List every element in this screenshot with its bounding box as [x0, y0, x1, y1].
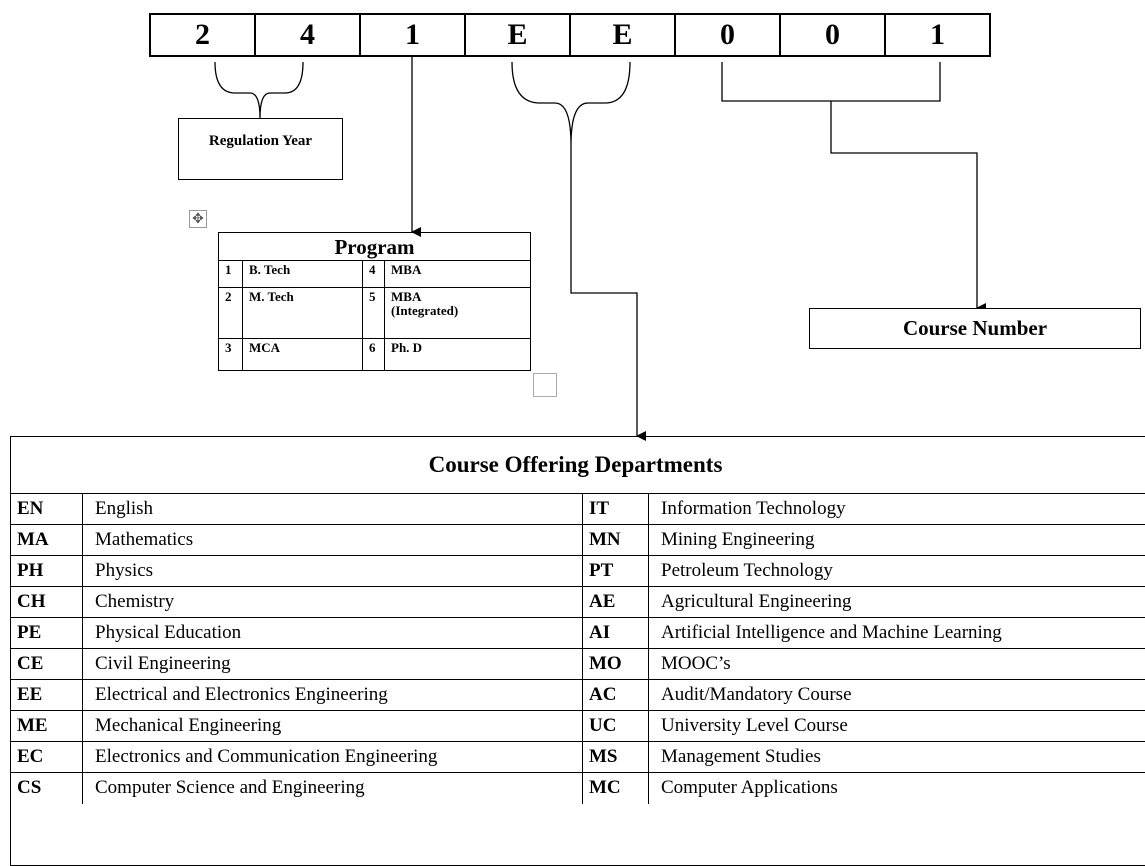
table-row: CE Civil Engineering MO MOOC’s [11, 649, 1145, 680]
department-arrow [570, 145, 646, 441]
move-handle-icon[interactable]: ✥ [189, 210, 207, 228]
table-row: PH Physics PT Petroleum Technology [11, 556, 1145, 587]
resize-handle[interactable] [533, 373, 557, 397]
dept-name: English [83, 494, 583, 524]
regulation-year-label: Regulation Year [208, 133, 313, 149]
table-row: MA Mathematics MN Mining Engineering [11, 525, 1145, 556]
regulation-year-box: Regulation Year [178, 118, 343, 180]
program-num: 3 [219, 339, 243, 370]
program-title: Program [219, 233, 530, 261]
dept-name: Civil Engineering [83, 649, 583, 679]
department-brace [511, 61, 631, 146]
dept-code: MA [11, 525, 83, 555]
dept-code: AI [583, 618, 649, 648]
dept-code: UC [583, 711, 649, 741]
table-row: ME Mechanical Engineering UC University … [11, 711, 1145, 742]
dept-name: Petroleum Technology [661, 560, 833, 581]
program-name: B. Tech [243, 261, 363, 287]
program-row: 2 M. Tech 5 MBA (Integrated) [219, 288, 530, 339]
table-row: EE Electrical and Electronics Engineerin… [11, 680, 1145, 711]
dept-code: PE [11, 618, 83, 648]
program-table: Program 1 B. Tech 4 MBA 2 M. Tech 5 MBA … [218, 232, 531, 371]
dept-name: Computer Applications [661, 777, 838, 798]
course-number-bracket [721, 62, 941, 102]
dept-name: Agricultural Engineering [661, 591, 852, 612]
program-row: 3 MCA 6 Ph. D [219, 339, 530, 370]
dept-code: EC [11, 742, 83, 772]
program-num: 1 [219, 261, 243, 287]
dept-name: Electrical and Electronics Engineering [83, 680, 583, 710]
program-name: MBA (Integrated) [391, 289, 459, 318]
dept-name: Physical Education [83, 618, 583, 648]
dept-code: MC [583, 773, 649, 804]
table-row: EN English IT Information Technology [11, 494, 1145, 525]
dept-code: CS [11, 773, 83, 804]
dept-name: University Level Course [661, 715, 848, 736]
dept-code: ME [11, 711, 83, 741]
dept-name: Artificial Intelligence and Machine Lear… [661, 622, 1002, 643]
course-number-arrow [830, 101, 986, 313]
dept-code: AE [583, 587, 649, 617]
departments-title: Course Offering Departments [11, 437, 1145, 494]
program-num: 4 [363, 261, 385, 287]
dept-name: Mathematics [83, 525, 583, 555]
program-row: 1 B. Tech 4 MBA [219, 261, 530, 288]
dept-name: Audit/Mandatory Course [661, 684, 852, 705]
table-row: CS Computer Science and Engineering MC C… [11, 773, 1145, 804]
dept-code: PH [11, 556, 83, 586]
dept-name: Physics [83, 556, 583, 586]
program-num: 2 [219, 288, 243, 338]
dept-code: MS [583, 742, 649, 772]
code-digit-8: 1 [884, 13, 991, 57]
dept-code: AC [583, 680, 649, 710]
dept-name: MOOC’s [661, 653, 731, 674]
program-name: M. Tech [243, 288, 363, 338]
program-name: Ph. D [391, 340, 423, 355]
dept-code: MO [583, 649, 649, 679]
dept-code: CH [11, 587, 83, 617]
dept-name: Mining Engineering [661, 529, 815, 550]
regulation-brace [214, 61, 304, 119]
dept-code: EN [11, 494, 83, 524]
table-row: PE Physical Education AI Artificial Inte… [11, 618, 1145, 649]
table-row: CH Chemistry AE Agricultural Engineering [11, 587, 1145, 618]
program-num: 6 [363, 339, 385, 370]
dept-code: PT [583, 556, 649, 586]
dept-name: Chemistry [83, 587, 583, 617]
dept-code: IT [583, 494, 649, 524]
dept-name: Electronics and Communication Engineerin… [83, 742, 583, 772]
dept-name: Management Studies [661, 746, 821, 767]
departments-table: Course Offering Departments EN English I… [10, 436, 1145, 866]
dept-name: Information Technology [661, 498, 846, 519]
course-number-box: Course Number [809, 308, 1141, 349]
dept-name: Mechanical Engineering [83, 711, 583, 741]
dept-code: EE [11, 680, 83, 710]
program-name: MBA [391, 262, 422, 277]
program-name: MCA [243, 339, 363, 370]
dept-code: MN [583, 525, 649, 555]
table-row: EC Electronics and Communication Enginee… [11, 742, 1145, 773]
program-num: 5 [363, 288, 385, 338]
course-number-label: Course Number [902, 316, 1048, 340]
dept-code: CE [11, 649, 83, 679]
dept-name: Computer Science and Engineering [83, 773, 583, 804]
